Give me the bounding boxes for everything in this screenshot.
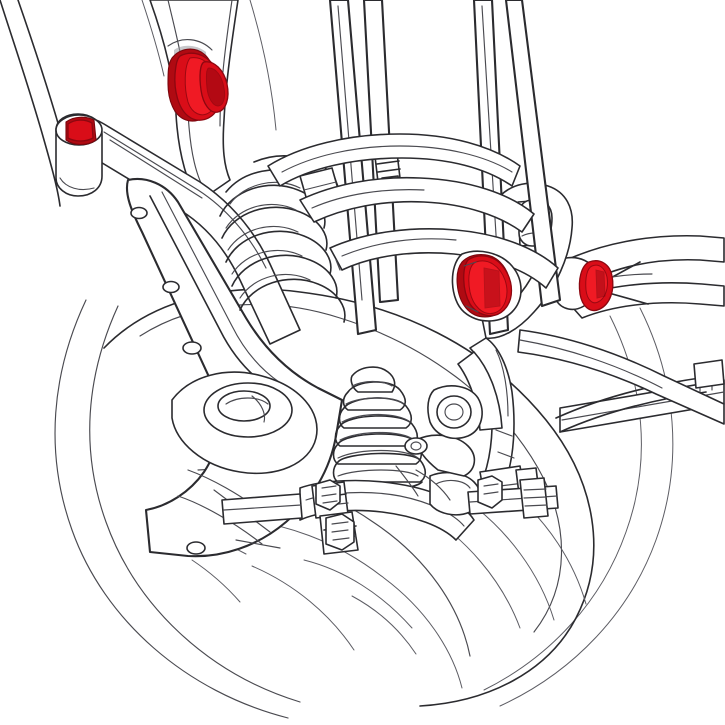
bolt-lower: [325, 513, 355, 551]
bushing-far-right: [578, 260, 614, 312]
sway-bar-link: [427, 351, 503, 440]
detail-lines: [141, 0, 515, 603]
lower-control-arm: [125, 178, 344, 558]
right-trailing-arm: [517, 329, 725, 425]
bushing-upper-left: [167, 39, 229, 122]
bushing-arm-tip: [65, 116, 97, 146]
mounting-bolts: [315, 437, 503, 551]
tie-rod: [221, 477, 559, 525]
bushing-mid-right: [451, 250, 522, 322]
bolt-knuckle-right: [477, 475, 503, 509]
bolt-upper: [315, 479, 341, 511]
strut-rod-outer: [504, 0, 562, 308]
upper-crossmember: [267, 133, 559, 289]
